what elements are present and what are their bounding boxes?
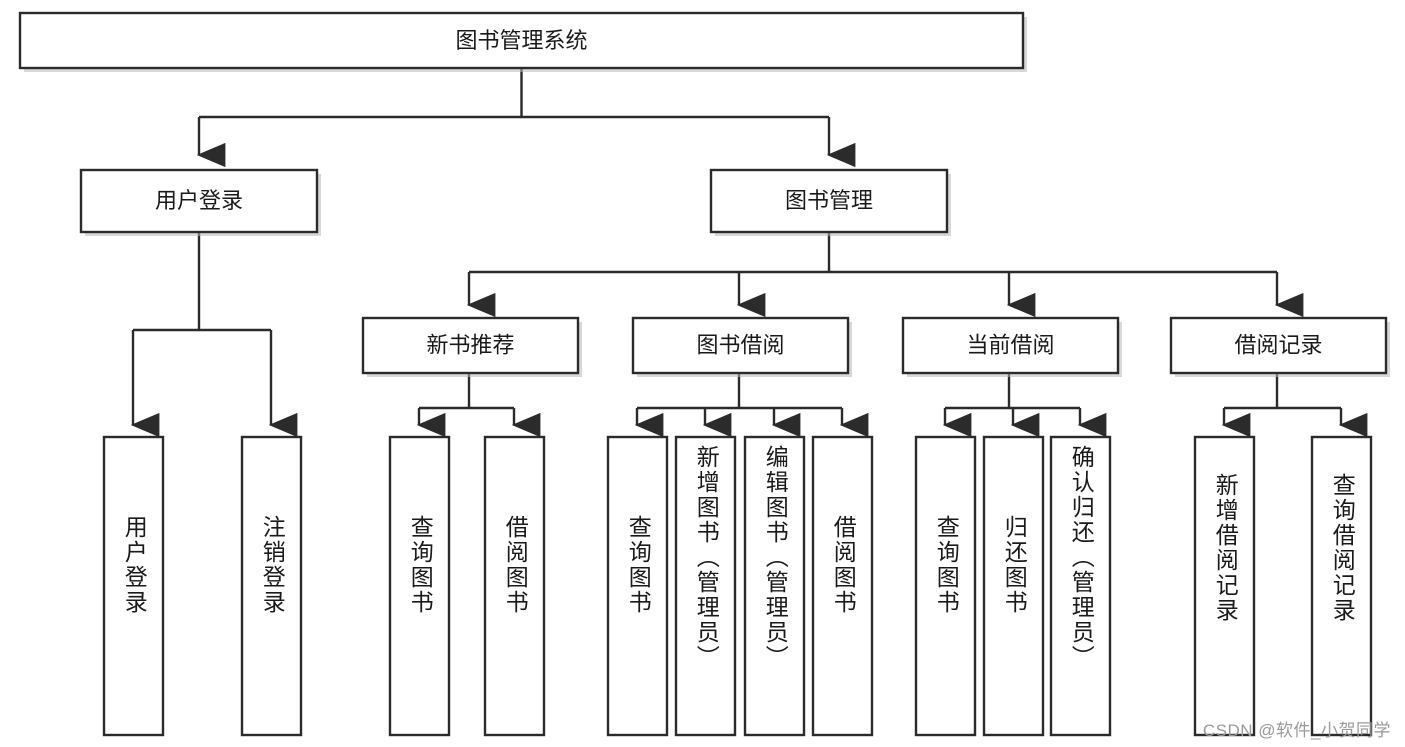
node-leaf-edit-book[interactable]	[743, 435, 806, 737]
connector-group-new-book-rec	[416, 373, 541, 438]
node-leaf-user-login[interactable]	[102, 435, 165, 737]
node-current-borrow-label: 当前借阅	[966, 332, 1054, 357]
connector-group-root	[196, 68, 856, 168]
connector-group-book-manage	[466, 232, 1304, 318]
node-book-manage-label: 图书管理	[785, 188, 873, 213]
node-leaf-confirm-return[interactable]	[1049, 435, 1112, 737]
node-book-manage[interactable]: 图书管理	[709, 168, 951, 236]
node-leaf-user-logout[interactable]	[240, 435, 303, 737]
node-book-borrow[interactable]: 图书借阅	[631, 316, 852, 377]
node-book-borrow-label: 图书借阅	[696, 332, 784, 357]
node-borrow-record[interactable]: 借阅记录	[1169, 316, 1390, 377]
node-user-login-label: 用户登录	[155, 188, 243, 213]
node-leaf-borrow-book-1[interactable]	[483, 435, 546, 737]
connector-group-user-login	[130, 232, 298, 438]
node-user-login[interactable]: 用户登录	[79, 168, 321, 236]
node-new-book-rec-label: 新书推荐	[426, 332, 514, 357]
node-current-borrow[interactable]: 当前借阅	[901, 316, 1122, 377]
node-leaf-query-book-3[interactable]	[914, 435, 977, 737]
connector-group-current-borrow	[942, 373, 1107, 438]
node-leaf-borrow-book-2[interactable]	[811, 435, 874, 737]
node-new-book-rec[interactable]: 新书推荐	[361, 316, 582, 377]
node-leaf-query-book-2[interactable]	[606, 435, 669, 737]
connector-group-book-borrow	[634, 373, 869, 438]
node-borrow-record-label: 借阅记录	[1234, 332, 1322, 357]
node-leaf-add-record[interactable]	[1193, 435, 1256, 737]
node-root-label: 图书管理系统	[455, 28, 587, 53]
node-leaf-query-record[interactable]	[1310, 435, 1373, 737]
node-root[interactable]: 图书管理系统	[18, 11, 1027, 72]
connector-group-borrow-record	[1221, 373, 1368, 438]
node-leaf-add-book[interactable]	[674, 435, 737, 737]
node-leaf-return-book[interactable]	[982, 435, 1045, 737]
node-leaf-query-book-1[interactable]	[388, 435, 451, 737]
